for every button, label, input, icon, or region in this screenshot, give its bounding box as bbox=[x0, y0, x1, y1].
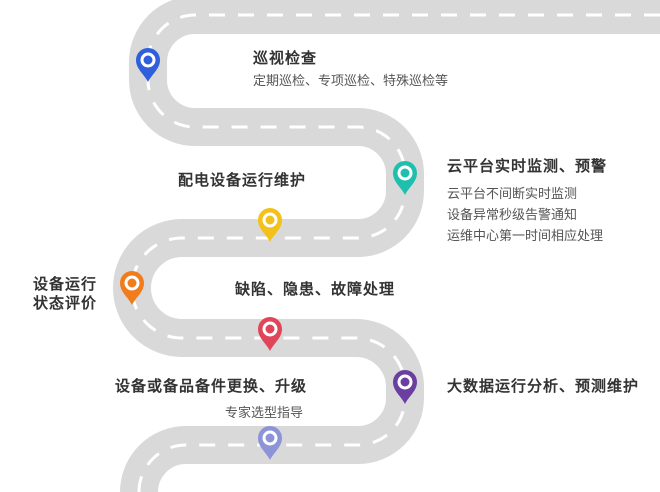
pin-marker-icon bbox=[120, 271, 144, 305]
road-center-dashes bbox=[130, 13, 660, 492]
stop-distribution-maintenance-title: 配电设备运行维护 bbox=[178, 171, 307, 189]
stop-cloud-monitoring-line-1: 云平台不间断实时监测 bbox=[447, 187, 578, 202]
stop-status-evaluation-title-line-2: 状态评价 bbox=[33, 294, 98, 312]
stop-cloud-monitoring-line-2: 设备异常秒级告警通知 bbox=[447, 208, 578, 223]
stop-bigdata-analysis-title: 大数据运行分析、预测维护 bbox=[447, 377, 640, 395]
stop-inspection-title: 巡视检查 bbox=[253, 49, 318, 67]
stop-inspection-desc: 定期巡检、专项巡检、特殊巡检等 bbox=[253, 74, 449, 89]
stop-replacement-title: 设备或备品备件更换、升级 bbox=[115, 377, 308, 395]
pin-marker-icon bbox=[258, 208, 282, 242]
pin-marker-icon bbox=[393, 370, 417, 404]
pin-marker-icon bbox=[136, 48, 160, 82]
stop-status-evaluation-title-line-1: 设备运行 bbox=[33, 275, 98, 293]
pin-marker-icon bbox=[258, 426, 282, 460]
stop-defect-handling-title: 缺陷、隐患、故障处理 bbox=[235, 280, 396, 298]
stop-cloud-monitoring-line-3: 运维中心第一时间相应处理 bbox=[447, 229, 604, 244]
stop-cloud-monitoring-title: 云平台实时监测、预警 bbox=[447, 157, 608, 175]
pin-marker-icon bbox=[258, 317, 282, 351]
stop-replacement-desc: 专家选型指导 bbox=[225, 406, 304, 421]
pin-marker-icon bbox=[393, 161, 417, 195]
